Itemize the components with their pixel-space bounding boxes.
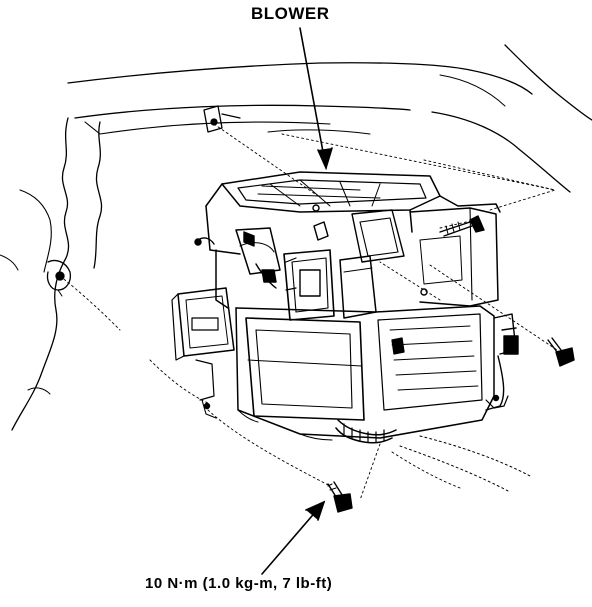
torque-spec-label: 10 N·m (1.0 kg-m, 7 lb-ft)	[145, 575, 333, 592]
wiring-harness	[194, 204, 428, 296]
lower-outline	[399, 435, 531, 493]
bolt-bottom	[327, 481, 353, 513]
blower-pointer-arrow	[299, 27, 333, 171]
drain-hose	[299, 419, 397, 444]
bolt-upper-right	[439, 215, 485, 237]
left-body-frame	[0, 117, 103, 431]
torque-pointer-arrow	[261, 500, 326, 575]
mounting-bracket	[203, 105, 241, 133]
dashboard-outline	[67, 44, 592, 193]
right-connector-bracket	[485, 313, 519, 411]
blower-housing	[205, 171, 501, 439]
bolt-right	[547, 337, 575, 367]
dashed-leader-lines	[59, 123, 561, 501]
blower-callout-label: BLOWER	[251, 4, 330, 23]
bolt-left-side	[391, 337, 405, 355]
control-module	[171, 287, 235, 419]
